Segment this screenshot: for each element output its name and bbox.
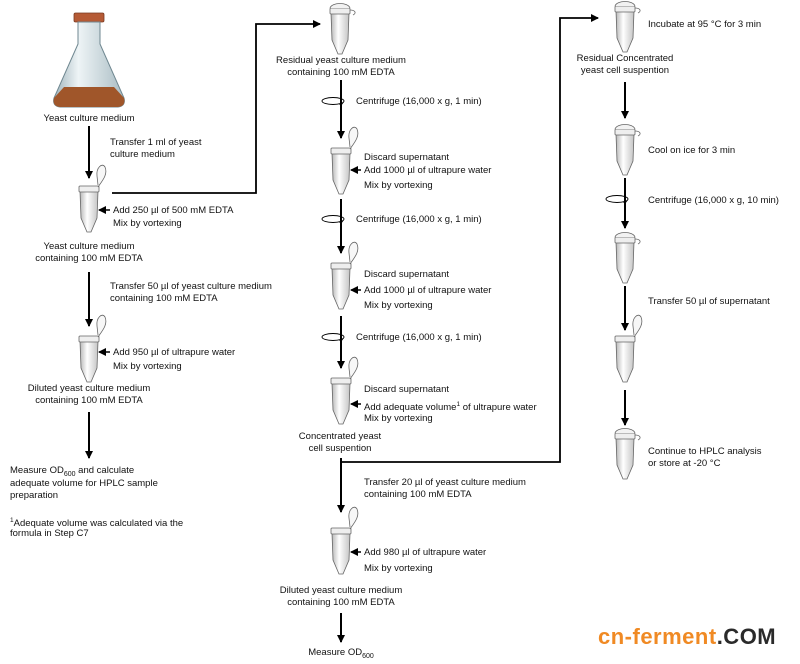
mix-step: Mix by vortexing <box>364 180 433 191</box>
centrifuge-step: Centrifuge (16,000 x g, 1 min) <box>356 332 482 343</box>
centrifuge-step: Centrifuge (16,000 x g, 10 min) <box>648 195 779 206</box>
incubate-step: Incubate at 95 °C for 3 min <box>648 19 762 30</box>
continue-line1: Continue to HPLC analysis <box>648 446 762 457</box>
tube-label-line1: Yeast culture medium <box>43 241 135 252</box>
cool-step: Cool on ice for 3 min <box>648 145 736 156</box>
footnote-ref: 1 <box>456 401 461 408</box>
microtube-icon <box>330 241 359 310</box>
watermark-logo: cn-ferment.COM <box>598 624 776 650</box>
centrifuge-step: Centrifuge (16,000 x g, 1 min) <box>356 214 482 225</box>
concentrated-label-line1: Concentrated yeast <box>298 431 382 442</box>
mix-step: Mix by vortexing <box>113 218 182 229</box>
connector-col2-to-col3 <box>341 14 599 463</box>
tube-label-line2: containing 100 mM EDTA <box>35 253 143 264</box>
transfer-supernatant-step: Transfer 50 µl of supernatant <box>648 296 770 307</box>
residual-label-line2: containing 100 mM EDTA <box>287 67 395 78</box>
watermark-part2: .COM <box>716 624 777 649</box>
diluted-label-line1: Diluted yeast culture medium <box>279 585 403 596</box>
microtube-icon <box>330 506 359 575</box>
add-water-step: Add 950 µl of ultrapure water <box>113 347 236 358</box>
footnote-mark: 1 <box>10 517 14 524</box>
mix-step: Mix by vortexing <box>364 300 433 311</box>
microtube-icon <box>330 356 359 425</box>
transfer-1ml-line2: culture medium <box>110 149 175 160</box>
discard-step: Discard supernatant <box>364 384 450 395</box>
microtube-icon <box>329 3 356 55</box>
footnote-line1: 1Adequate volume was calculated via the <box>10 514 183 530</box>
measure-line2: adequate volume for HPLC sample <box>10 478 158 489</box>
diluted-label-line2: containing 100 mM EDTA <box>35 395 143 406</box>
mix-step: Mix by vortexing <box>113 361 182 372</box>
diluted-label-line2: containing 100 mM EDTA <box>287 597 395 608</box>
add-adequate-prefix: Add adequate volume <box>364 402 457 414</box>
transfer-1ml-line1: Transfer 1 ml of yeast <box>110 137 202 148</box>
footnote-line2: formula in Step C7 <box>10 528 89 539</box>
microtube-icon <box>614 428 641 480</box>
add-water-step: Add 980 µl of ultrapure water <box>364 547 487 558</box>
residual-conc-line1: Residual Concentrated <box>576 53 674 64</box>
watermark-part1: cn-ferment <box>598 624 717 649</box>
residual-conc-line2: yeast cell suspention <box>580 65 670 76</box>
microtube-icon <box>330 126 359 195</box>
measure-od-label: Measure OD600 <box>296 646 386 663</box>
measure-line1: Measure OD600 and calculate <box>10 464 134 481</box>
measure-suffix: and calculate <box>75 465 135 476</box>
concentrated-label-line2: cell suspention <box>308 443 372 454</box>
measure-line3: preparation <box>10 490 59 501</box>
transfer-50-line2: containing 100 mM EDTA <box>110 293 218 304</box>
add-edta-step: Add 250 µl of 500 mM EDTA <box>113 205 234 216</box>
mix-step: Mix by vortexing <box>364 563 433 574</box>
connector-col1-to-col2 <box>112 20 321 194</box>
microtube-icon <box>78 164 107 233</box>
measure-od-prefix: Measure OD <box>308 647 363 658</box>
add-water-step: Add 1000 µl of ultrapure water <box>364 165 492 176</box>
microtube-icon <box>78 314 107 383</box>
microtube-icon <box>614 314 643 383</box>
add-adequate-suffix: of ultrapure water <box>460 402 537 414</box>
transfer-20-line2: containing 100 mM EDTA <box>364 489 472 500</box>
microtube-icon <box>614 232 641 284</box>
microtube-icon <box>614 1 641 53</box>
mix-step: Mix by vortexing <box>364 413 433 424</box>
continue-line2: or store at -20 °C <box>648 458 721 469</box>
flask-icon <box>53 12 125 108</box>
residual-label-line1: Residual yeast culture medium <box>276 55 406 66</box>
microtube-icon <box>614 124 641 176</box>
transfer-20-line1: Transfer 20 µl of yeast culture medium <box>364 477 526 488</box>
add-adequate-step: Add adequate volume1 of ultrapure water <box>364 398 537 414</box>
discard-step: Discard supernatant <box>364 152 450 163</box>
add-water-step: Add 1000 µl of ultrapure water <box>364 285 492 296</box>
measure-od-subscript: 600 <box>362 652 374 660</box>
footnote-text: Adequate volume was calculated via the <box>13 518 184 530</box>
centrifuge-step: Centrifuge (16,000 x g, 1 min) <box>356 96 482 107</box>
transfer-50-line1: Transfer 50 µl of yeast culture medium <box>110 281 272 292</box>
discard-step: Discard supernatant <box>364 269 450 280</box>
flask-label: Yeast culture medium <box>43 113 135 124</box>
measure-subscript: 600 <box>63 470 76 478</box>
measure-prefix: Measure OD <box>10 465 64 476</box>
diluted-label-line1: Diluted yeast culture medium <box>27 383 151 394</box>
